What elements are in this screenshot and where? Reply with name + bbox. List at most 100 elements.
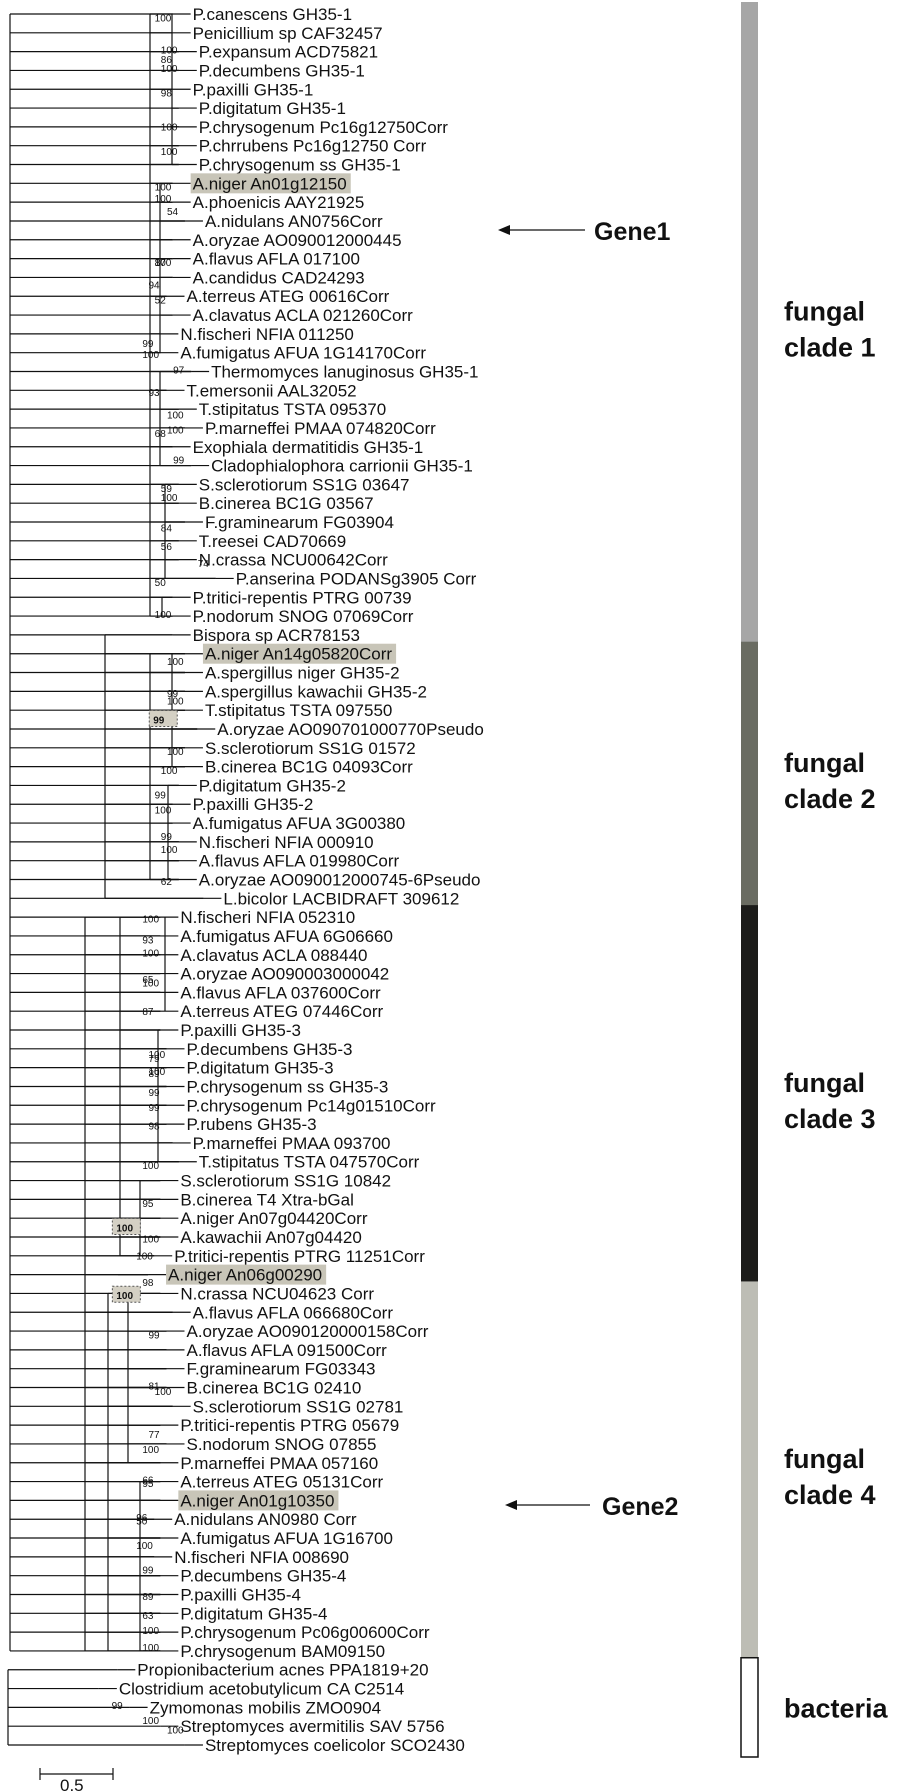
support-value: 56 xyxy=(161,542,173,553)
support-value: 100 xyxy=(161,64,178,75)
gene1-annotation: Gene1 xyxy=(498,218,671,246)
support-value: 94 xyxy=(149,281,161,292)
leaf-label: P.digitatum GH35-3 xyxy=(187,1059,334,1078)
support-value: 100 xyxy=(161,845,178,856)
tree-branches xyxy=(7,13,234,1746)
leaf-label: P.marneffei PMAA 093700 xyxy=(193,1134,391,1153)
support-value: 86 xyxy=(161,55,173,66)
support-value: 89 xyxy=(142,1592,154,1603)
leaf-label: A.niger An07g04420Corr xyxy=(180,1209,367,1228)
support-value: 100 xyxy=(155,258,172,269)
leaf-label: S.nodorum SNOG 07855 xyxy=(187,1435,377,1454)
leaf-label: A.fumigatus AFUA 1G16700 xyxy=(180,1529,393,1548)
leaf-label: P.decumbens GH35-1 xyxy=(199,61,365,80)
support-value: 77 xyxy=(149,1430,161,1441)
leaf-label: N.fischeri NFIA 008690 xyxy=(174,1548,349,1567)
gene2-annotation: Gene2 xyxy=(505,1493,678,1521)
support-value: 95 xyxy=(142,1199,154,1210)
leaf-label: F.graminearum FG03343 xyxy=(187,1360,376,1379)
support-value: 98 xyxy=(149,1122,161,1133)
support-value: 99 xyxy=(149,1330,161,1341)
leaf-label: A.fumigatus AFUA 1G14170Corr xyxy=(180,344,426,363)
highlight-box xyxy=(166,1264,327,1285)
support-value: 100 xyxy=(142,1161,159,1172)
highlight-box xyxy=(202,643,397,664)
clade-label-line2: clade 3 xyxy=(784,1104,876,1134)
gene2-label: Gene2 xyxy=(602,1493,678,1521)
leaf-label: N.crassa NCU04623 Corr xyxy=(180,1284,374,1303)
support-value: 100 xyxy=(167,1726,184,1737)
leaf-label: A.terreus ATEG 00616Corr xyxy=(187,287,390,306)
leaf-label: N.fischeri NFIA 011250 xyxy=(180,325,354,344)
clade-bar xyxy=(741,905,758,1287)
support-value: 100 xyxy=(149,1050,166,1061)
support-value: 100 xyxy=(161,123,178,134)
leaf-label: A.oryzae AO090701000770Pseudo xyxy=(217,720,484,739)
support-value: 100 xyxy=(142,979,159,990)
support-value: 99 xyxy=(173,456,185,467)
leaf-label: A.flavus AFLA 091500Corr xyxy=(187,1341,388,1360)
leaf-label: P.anserina PODANSg3905 Corr xyxy=(236,569,477,588)
support-value: 99 xyxy=(167,689,179,700)
leaf-label: Clostridium acetobutylicum CA C2514 xyxy=(119,1680,404,1699)
leaf-label: Propionibacterium acnes PPA1819+20 xyxy=(137,1661,428,1680)
leaf-label: P.marneffei PMAA 057160 xyxy=(180,1454,378,1473)
support-value: 99 xyxy=(149,1088,161,1099)
support-value: 95 xyxy=(142,1479,154,1490)
clade-label-line1: fungal xyxy=(784,296,865,326)
leaf-label: A.spergillus niger GH35-2 xyxy=(205,664,400,683)
leaf-label: T.stipitatus TSTA 047570Corr xyxy=(199,1153,420,1172)
support-value: 100 xyxy=(155,610,172,621)
support-value: 99 xyxy=(142,339,154,350)
leaf-label: P.paxilli GH35-1 xyxy=(193,80,314,99)
leaf-label: A.kawachii An07g04420 xyxy=(180,1228,361,1247)
leaf-label: F.graminearum FG03904 xyxy=(205,513,394,532)
support-value: 84 xyxy=(161,523,173,534)
leaf-label: P.decumbens GH35-4 xyxy=(180,1567,346,1586)
support-value: 100 xyxy=(167,410,184,421)
leaf-label: A.terreus ATEG 07446Corr xyxy=(180,1002,383,1021)
support-value: 99 xyxy=(142,1566,154,1577)
leaf-label: A.niger An06g00290 xyxy=(168,1266,322,1285)
leaf-label: P.chrysogenum ss GH35-1 xyxy=(199,156,401,175)
leaf-label: L.bicolor LACBIDRAFT 309612 xyxy=(223,889,459,908)
leaf-label: B.cinerea BC1G 02410 xyxy=(187,1379,362,1398)
support-value: 96 xyxy=(136,1513,148,1524)
boxed-support-value: 100 xyxy=(116,1223,133,1234)
leaf-label: T.emersonii AAL32052 xyxy=(187,381,357,400)
leaf-label: A.phoenicis AAY21925 xyxy=(193,193,365,212)
leaf-label: S.sclerotiorum SS1G 01572 xyxy=(205,739,416,758)
support-value: 100 xyxy=(155,194,172,205)
support-value: 100 xyxy=(142,1445,159,1456)
support-value: 100 xyxy=(167,425,184,436)
leaf-label: P.chrysogenum Pc16g12750Corr xyxy=(199,118,449,137)
leaf-label: Streptomyces avermitilis SAV 5756 xyxy=(180,1717,444,1736)
leaf-label: A.niger An01g10350 xyxy=(180,1491,334,1510)
leaf-label: P.digitatum GH35-4 xyxy=(180,1604,327,1623)
leaf-label: P.paxilli GH35-2 xyxy=(193,795,314,814)
clade-label-line2: clade 1 xyxy=(784,332,876,362)
leaf-label: N.fischeri NFIA 000910 xyxy=(199,833,374,852)
leaf-label: A.fumigatus AFUA 6G06660 xyxy=(180,927,393,946)
support-value: 100 xyxy=(142,949,159,960)
clade-label-line1: bacteria xyxy=(784,1693,889,1723)
leaf-label: A.spergillus kawachii GH35-2 xyxy=(205,682,427,701)
leaf-label: B.cinerea BC1G 03567 xyxy=(199,494,374,513)
leaf-label: P.paxilli GH35-3 xyxy=(180,1021,301,1040)
support-value: 100 xyxy=(136,1251,153,1262)
leaf-label: Zymomonas mobilis ZMO0904 xyxy=(150,1698,381,1717)
leaf-label: P.decumbens GH35-3 xyxy=(187,1040,353,1059)
leaf-label: P.chrysogenum Pc06g00600Corr xyxy=(180,1623,430,1642)
leaf-label: A.oryzae AO090120000158Corr xyxy=(187,1322,429,1341)
leaf-label: A.flavus AFLA 017100 xyxy=(193,250,360,269)
leaf-label: A.terreus ATEG 05131Corr xyxy=(180,1473,383,1492)
leaf-label: P.digitatum GH35-2 xyxy=(199,776,346,795)
leaf-label: P.canescens GH35-1 xyxy=(193,5,352,24)
leaf-label: Thermomyces lanuginosus GH35-1 xyxy=(211,362,478,381)
boxed-support-frame xyxy=(148,709,178,727)
support-value: 100 xyxy=(142,915,159,926)
support-value: 100 xyxy=(161,493,178,504)
